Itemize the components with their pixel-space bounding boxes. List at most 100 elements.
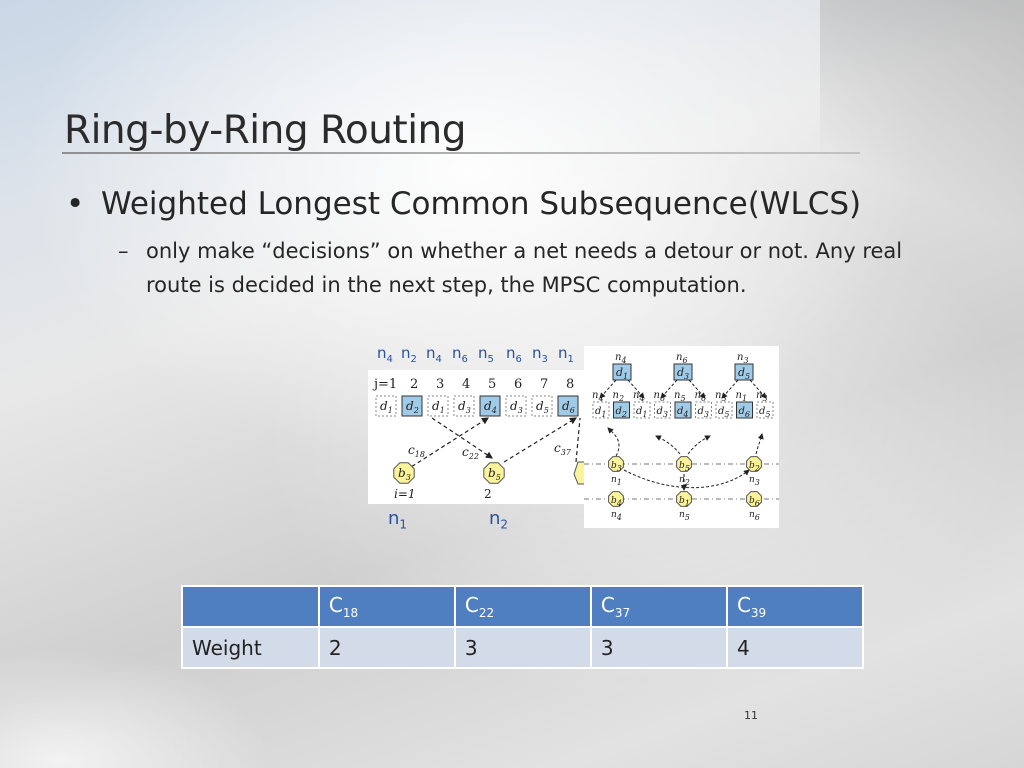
right-mid-cell-label: d4 [677, 406, 689, 419]
column-index: 8 [566, 377, 574, 392]
route-arrow [607, 427, 620, 457]
bullet-text: Weighted Longest Common Subsequence(WLCS… [101, 186, 862, 222]
right-ring-node-label: b3 [611, 461, 622, 473]
right-ring-net-label: n6 [749, 510, 760, 522]
weight-value-cell: 3 [589, 626, 728, 669]
bullet-marker: • [66, 186, 85, 222]
right-ring-net-label: n4 [611, 510, 622, 522]
route-arrow [755, 433, 764, 455]
weight-value-cell: 3 [453, 626, 592, 669]
right-mid-cell [674, 401, 692, 419]
right-mid-cell [715, 401, 733, 419]
sequence-cell [557, 395, 579, 417]
right-mid-cell-label: d3 [698, 406, 710, 419]
right-top-cell-label: d5 [738, 366, 750, 381]
right-mid-cell [592, 401, 610, 419]
sequence-cell-label: d6 [562, 399, 575, 415]
ring-index: 2 [484, 487, 492, 501]
edge-label: c18 [408, 443, 425, 459]
right-ring-node [608, 491, 624, 507]
right-ring-node-label: b6 [749, 496, 760, 508]
right-ring-net-label: n2 [679, 475, 690, 487]
sequence-cell-label: d4 [484, 399, 497, 415]
row-label: Weight [181, 626, 320, 669]
sequence-cell [505, 395, 527, 417]
right-mid-net: n4 [633, 390, 645, 403]
right-ring-node-label: b5 [679, 461, 690, 473]
ring-node-label: b3 [398, 466, 411, 482]
right-mid-cell-label: d1 [595, 406, 607, 419]
edge-c39 [575, 417, 581, 463]
ring-node [393, 462, 415, 484]
page-number: 11 [744, 709, 758, 722]
bottom-net-label: n1 [388, 508, 408, 532]
right-mid-net: n6 [695, 390, 707, 403]
ring-node [483, 462, 505, 484]
right-mid-net: n3 [756, 390, 768, 403]
right-mid-cell [695, 401, 712, 419]
right-mid-cell [736, 401, 753, 419]
edge-label: c22 [462, 445, 479, 461]
right-mid-cell [633, 401, 651, 419]
right-mid-cell [613, 401, 630, 419]
tree-edge [749, 379, 767, 399]
right-ring-node [676, 456, 692, 472]
right-top-cell-label: d3 [677, 366, 689, 381]
column-index: 5 [488, 377, 496, 392]
top-net-label: n5 [478, 344, 494, 365]
right-ring-node-label: b1 [679, 496, 690, 508]
column-index-label: j=1 [372, 377, 397, 392]
sub-bullet-text: only make “decisions” on whether a net n… [146, 239, 903, 297]
column-index: 6 [514, 377, 522, 392]
edge-label: c37 [554, 441, 572, 457]
right-top-cell [734, 363, 754, 381]
header-cell: C39 [725, 585, 865, 628]
ring-node-label: b5 [488, 466, 501, 482]
route-arrow [623, 469, 750, 489]
edge-c18 [399, 417, 490, 475]
title-underline [62, 152, 860, 154]
header-corner [181, 585, 320, 628]
sequence-cell-label: d1 [380, 399, 393, 415]
right-ring-node [746, 456, 762, 472]
right-ring-node-label: b4 [611, 496, 622, 508]
top-net-label: n2 [401, 344, 417, 365]
route-arrow [655, 435, 681, 455]
tree-edge [599, 379, 617, 399]
bottom-net-label: n2 [489, 508, 509, 532]
right-ring-node [608, 456, 624, 472]
right-top-net: n4 [615, 352, 627, 365]
top-net-label: n1 [558, 344, 574, 365]
sequence-cell-label: d5 [536, 399, 549, 415]
sequence-cell-label: d3 [510, 399, 523, 415]
top-net-label: n4 [377, 344, 393, 365]
slide-title: Ring-by-Ring Routing [64, 108, 467, 153]
right-top-cell-label: d1 [616, 366, 628, 381]
right-mid-cell-label: d6 [739, 406, 751, 419]
edge-c37 [503, 417, 578, 463]
sequence-cell-label: d2 [406, 399, 419, 415]
right-ring-net-label: n5 [679, 510, 690, 522]
right-ring-node-label: b2 [749, 461, 760, 473]
right-ring-node [676, 491, 692, 507]
sub-bullet-dash: – [118, 239, 129, 263]
right-top-cell [673, 363, 693, 381]
right-mid-cell [756, 401, 774, 419]
tree-edge [688, 379, 706, 399]
right-top-net: n6 [676, 352, 688, 365]
top-net-label: n6 [506, 344, 522, 365]
right-mid-cell-label: d5 [759, 406, 771, 419]
sequence-cell [401, 395, 423, 417]
ring-index: i=1 [394, 487, 416, 501]
weight-value-cell: 2 [317, 626, 456, 669]
right-mid-net: n3 [715, 390, 727, 403]
right-mid-cell-label: d5 [718, 406, 730, 419]
right-mid-net: n1 [736, 390, 748, 403]
right-mid-cell-label: d1 [636, 406, 648, 419]
right-mid-net: n5 [674, 390, 686, 403]
